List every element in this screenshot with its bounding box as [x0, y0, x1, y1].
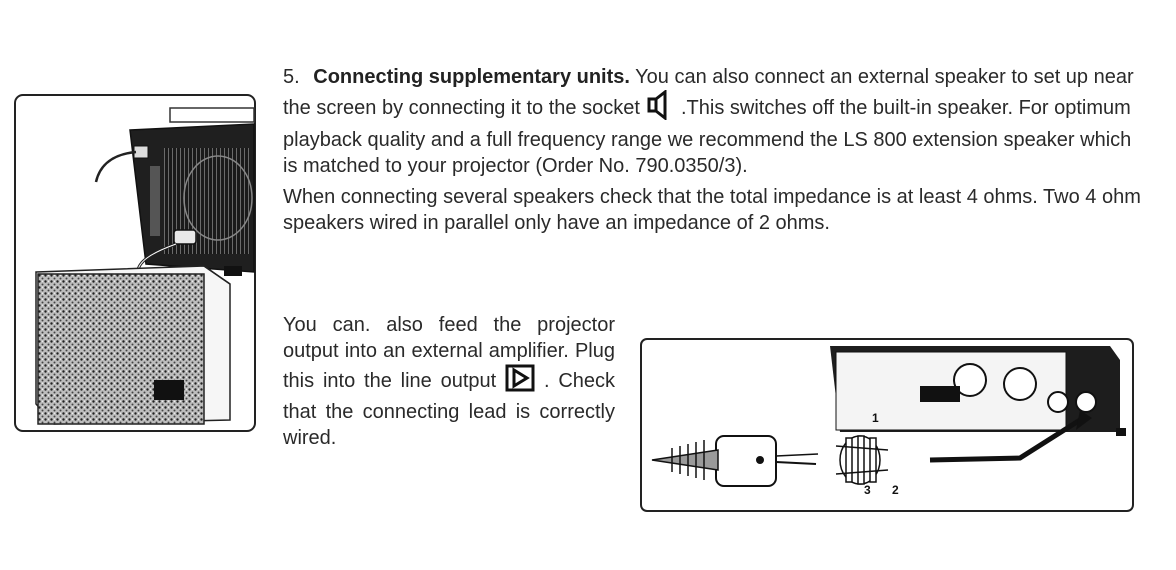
paragraph-3-text-a: You can. also feed the projector output … [283, 314, 615, 392]
paragraph-connecting-units: 5. Connecting supplementary units. You c… [283, 64, 1141, 179]
line-output-plug-illustration: 1 2 3 [640, 338, 1134, 512]
paragraph-1-text-a: You can also connect an external speaker… [283, 66, 1134, 119]
line-output-icon [505, 364, 535, 399]
speaker-connection-illustration [14, 94, 256, 432]
paragraph-1-text-b: .This switches off the built-in speaker.… [283, 96, 1132, 177]
paragraph-3-text-b: . Check that the connecting lead is corr… [283, 369, 616, 449]
speaker-icon [645, 88, 675, 127]
paragraph-impedance: When connecting several speakers check t… [283, 186, 1141, 234]
pin-1-label: 1 [872, 411, 879, 425]
section-number: 5. [283, 66, 300, 88]
pin-3-label: 3 [864, 483, 871, 497]
paragraph-amplifier: You can. also feed the projector output … [283, 312, 615, 451]
pin-2-label: 2 [892, 483, 899, 497]
section-heading: Connecting supplementary units. [313, 66, 630, 88]
